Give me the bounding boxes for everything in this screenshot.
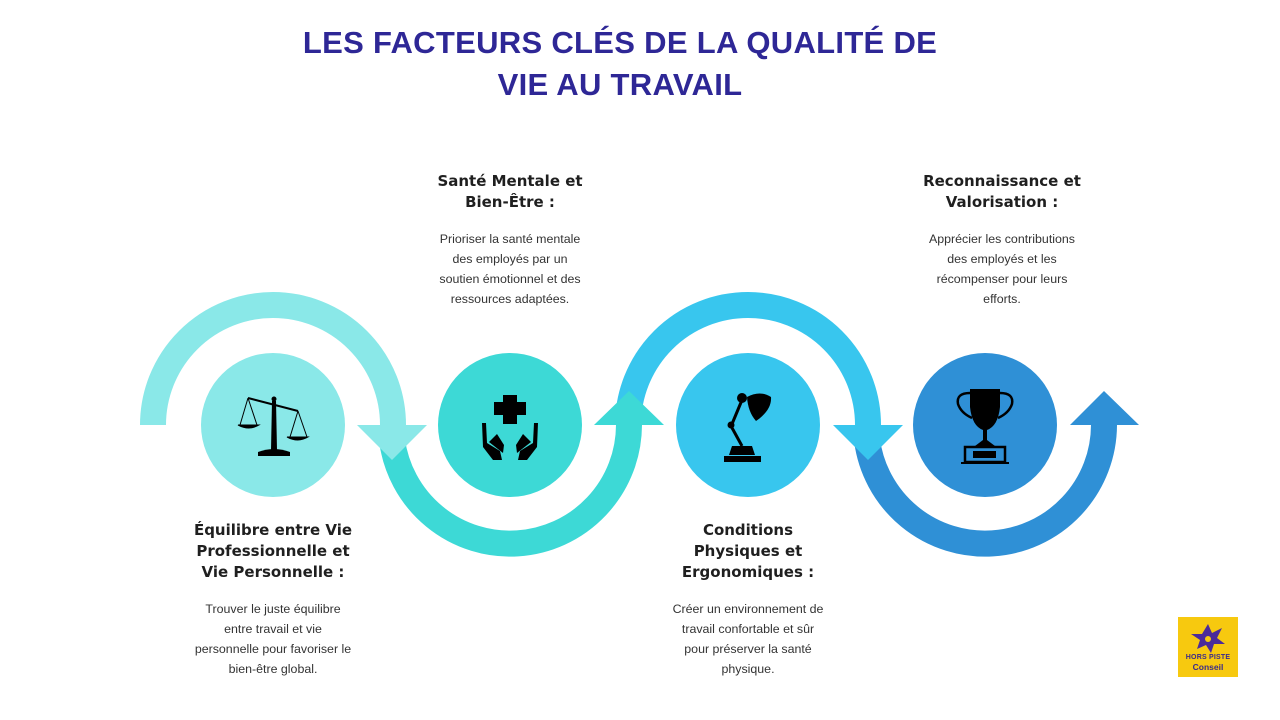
hors-piste-logo: HORS PISTE Conseil [1178,617,1238,677]
step-3-text-line: travail confortable et sûr [681,622,815,636]
step-1-text-line: Trouver le juste équilibre [205,602,341,616]
title-line-1: LES FACTEURS CLÉS DE LA QUALITÉ DE [302,25,938,60]
step-3-heading: Conditions Physiques et Ergonomiques : [638,520,858,583]
arrowhead-down-3 [833,425,903,460]
step-3-text-line: Créer un environnement de [672,602,824,616]
page-title: LES FACTEURS CLÉS DE LA QUALITÉ DE VIE A… [0,22,1240,106]
star-logo-icon [1191,624,1225,653]
step-3-text-line: physique. [721,662,775,676]
step-2-text-line: soutien émotionnel et des [439,272,581,286]
step-4-description: Apprécier les contributions des employés… [892,229,1112,309]
step-2-heading-line: Bien-Être : [465,193,555,211]
arc-step-4 [854,424,1117,557]
arc-step-1 [140,292,406,426]
step-2-block: Santé Mentale et Bien-Être : Prioriser l… [400,171,620,309]
step-4-text-line: efforts. [983,292,1021,306]
step-3-heading-line: Conditions [702,521,794,539]
logo-line-1: HORS PISTE [1185,654,1231,661]
step-1-text-line: entre travail et vie [224,622,322,636]
step-2-heading: Santé Mentale et Bien-Être : [400,171,620,213]
health-hands-cross-icon [482,395,538,460]
arrowhead-down-1 [357,425,427,460]
arrowhead-up-4 [1070,391,1139,425]
step-4-heading-line: Valorisation : [945,193,1059,211]
step-4-text-line: des employés et les [947,252,1057,266]
trophy-icon [956,389,1014,464]
step-1-text-line: bien-être global. [228,662,318,676]
step-3-description: Créer un environnement de travail confor… [638,599,858,679]
scales-icon [237,396,310,456]
circle-step-2 [438,353,582,497]
circle-step-3 [676,353,820,497]
logo-line-2: Conseil [1192,662,1224,672]
arrowhead-up-2 [594,391,664,425]
step-4-heading-line: Reconnaissance et [923,172,1081,190]
step-1-text-line: personnelle pour favoriser le [194,642,352,656]
step-3-heading-line: Ergonomiques : [681,563,815,581]
step-3-heading-line: Physiques et [693,542,803,560]
arc-step-2 [379,424,642,557]
step-1-heading-line: Professionnelle et [196,542,350,560]
step-3-block: Conditions Physiques et Ergonomiques : C… [638,520,858,679]
step-1-heading-line: Vie Personnelle : [201,563,345,581]
desk-lamp-icon [724,393,772,462]
step-3-text-line: pour préserver la santé [684,642,812,656]
title-line-2: VIE AU TRAVAIL [497,67,743,102]
arc-step-3 [615,292,881,426]
step-4-heading: Reconnaissance et Valorisation : [892,171,1112,213]
step-4-block: Reconnaissance et Valorisation : Appréci… [892,171,1112,309]
step-1-description: Trouver le juste équilibre entre travail… [163,599,383,679]
step-1-heading: Équilibre entre Vie Professionnelle et V… [163,520,383,583]
step-4-text-line: Apprécier les contributions [928,232,1075,246]
step-2-text-line: ressources adaptées. [450,292,570,306]
step-2-text-line: des employés par un [452,252,568,266]
step-4-text-line: récompenser pour leurs [936,272,1068,286]
step-2-heading-line: Santé Mentale et [437,172,583,190]
step-2-description: Prioriser la santé mentale des employés … [400,229,620,309]
step-1-heading-line: Équilibre entre Vie [193,521,353,539]
step-2-text-line: Prioriser la santé mentale [439,232,581,246]
step-1-block: Équilibre entre Vie Professionnelle et V… [163,520,383,679]
